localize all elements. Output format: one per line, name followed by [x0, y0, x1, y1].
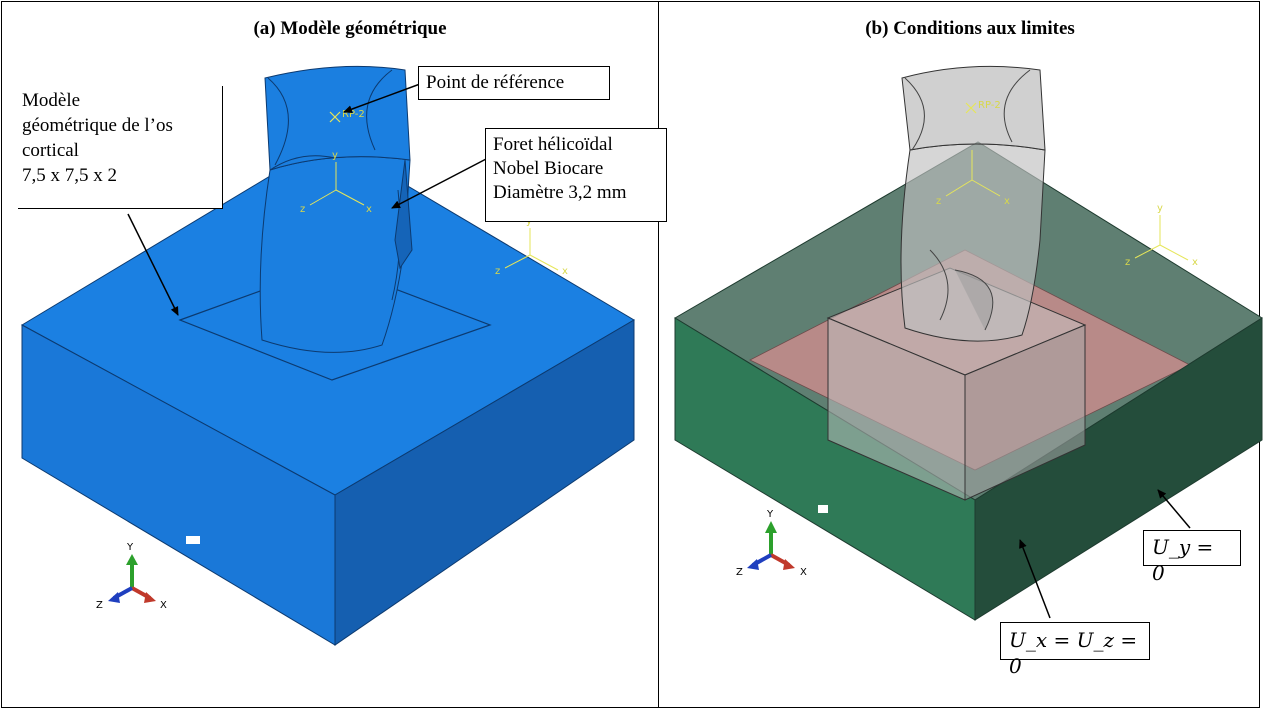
- drill-body-upper: [264, 65, 411, 171]
- panel-a-model: RP-2 y x z y x z Y X: [20, 65, 635, 646]
- svg-text:x: x: [1004, 196, 1010, 207]
- panel-divider: [658, 1, 659, 708]
- svg-text:Y: Y: [126, 542, 134, 553]
- svg-text:X: X: [160, 600, 167, 611]
- rp-label-a: RP-2: [342, 109, 365, 120]
- arrow-uxuz: [1019, 539, 1051, 619]
- callout-reference-point: Point de référence: [418, 66, 610, 100]
- callout-bone-line-1: Modèle: [22, 90, 81, 111]
- callout-bone-line-2: géométrique de l’os: [22, 115, 173, 136]
- part-triad-b-drill: x z: [936, 150, 1010, 207]
- svg-text:Z: Z: [96, 600, 103, 611]
- callout-drill: Foret hélicoïdal Nobel Biocare Diamètre …: [485, 128, 667, 222]
- svg-text:z: z: [1125, 257, 1130, 268]
- bone-b-right-face: [974, 317, 1263, 621]
- svg-text:x: x: [1192, 257, 1198, 268]
- drill-b-flute-2: [954, 269, 994, 331]
- svg-text:x: x: [562, 266, 568, 277]
- arrow-reference-point: [343, 83, 421, 113]
- drill-b-flute-1: [929, 249, 949, 321]
- bone-b-notch: [818, 505, 828, 513]
- callout-bone-line-4: 7,5 x 7,5 x 2: [22, 165, 117, 186]
- drill-upper-rim: [269, 155, 336, 171]
- callout-drill-line-1: Foret hélicoïdal: [493, 134, 613, 155]
- drill-b-upper: [901, 65, 1046, 151]
- callout-bone-model: Modèle géométrique de l’os cortical 7,5 …: [18, 86, 223, 209]
- panel-b-title: (b) Conditions aux limites: [865, 18, 1075, 39]
- arrow-uy: [1157, 489, 1191, 529]
- drill-upper-concave-right: [366, 69, 393, 151]
- inner-cube-right: [964, 324, 1086, 501]
- svg-text:Z: Z: [736, 567, 743, 578]
- callout-drill-line-2: Nobel Biocare: [493, 158, 604, 179]
- arrow-drill: [391, 157, 489, 209]
- callout-bc-uy: U_y = 0: [1143, 530, 1241, 585]
- part-triad-b-block: y x z: [1125, 203, 1198, 268]
- reference-point-marker-b: RP-2: [965, 100, 1001, 114]
- drill-b-lower: [900, 143, 1046, 342]
- bone-block-notch: [186, 536, 200, 544]
- drill-upper-concave-left: [267, 77, 289, 166]
- drill-body-lower: [259, 156, 411, 353]
- panel-b-model: RP-2 x z y x z Y X Z: [674, 65, 1263, 621]
- svg-text:x: x: [366, 204, 372, 215]
- drill-body-right: [394, 159, 413, 270]
- bc-uxuz-text: U_x = U_z = 0: [1009, 628, 1138, 678]
- panel-a-title: (a) Modèle géométrique: [253, 18, 447, 39]
- rp-label-b: RP-2: [978, 100, 1001, 111]
- global-triad-b: Y X Z: [736, 509, 807, 578]
- svg-text:X: X: [800, 567, 807, 578]
- bc-uy-text: U_y = 0: [1152, 535, 1214, 585]
- callout-bc-uxuz: U_x = U_z = 0: [1000, 622, 1150, 678]
- svg-text:z: z: [495, 266, 500, 277]
- bone-block-right-face: [334, 319, 635, 646]
- part-triad-a-drill: y x z: [300, 150, 372, 215]
- callout-reference-point-text: Point de référence: [426, 72, 565, 93]
- svg-text:y: y: [1157, 203, 1163, 214]
- reference-point-marker: RP-2: [329, 109, 365, 123]
- callout-drill-line-3: Diamètre 3,2 mm: [493, 182, 627, 203]
- svg-text:z: z: [300, 204, 305, 215]
- drill-b-concave-right: [1003, 69, 1031, 143]
- callout-bone-line-3: cortical: [22, 140, 79, 161]
- svg-text:y: y: [332, 150, 338, 161]
- svg-text:z: z: [936, 196, 941, 207]
- arrow-bone-model: [127, 213, 179, 316]
- global-triad-a: Y X Z: [96, 542, 167, 611]
- drill-b-concave-left: [904, 77, 925, 151]
- svg-text:Y: Y: [766, 509, 774, 520]
